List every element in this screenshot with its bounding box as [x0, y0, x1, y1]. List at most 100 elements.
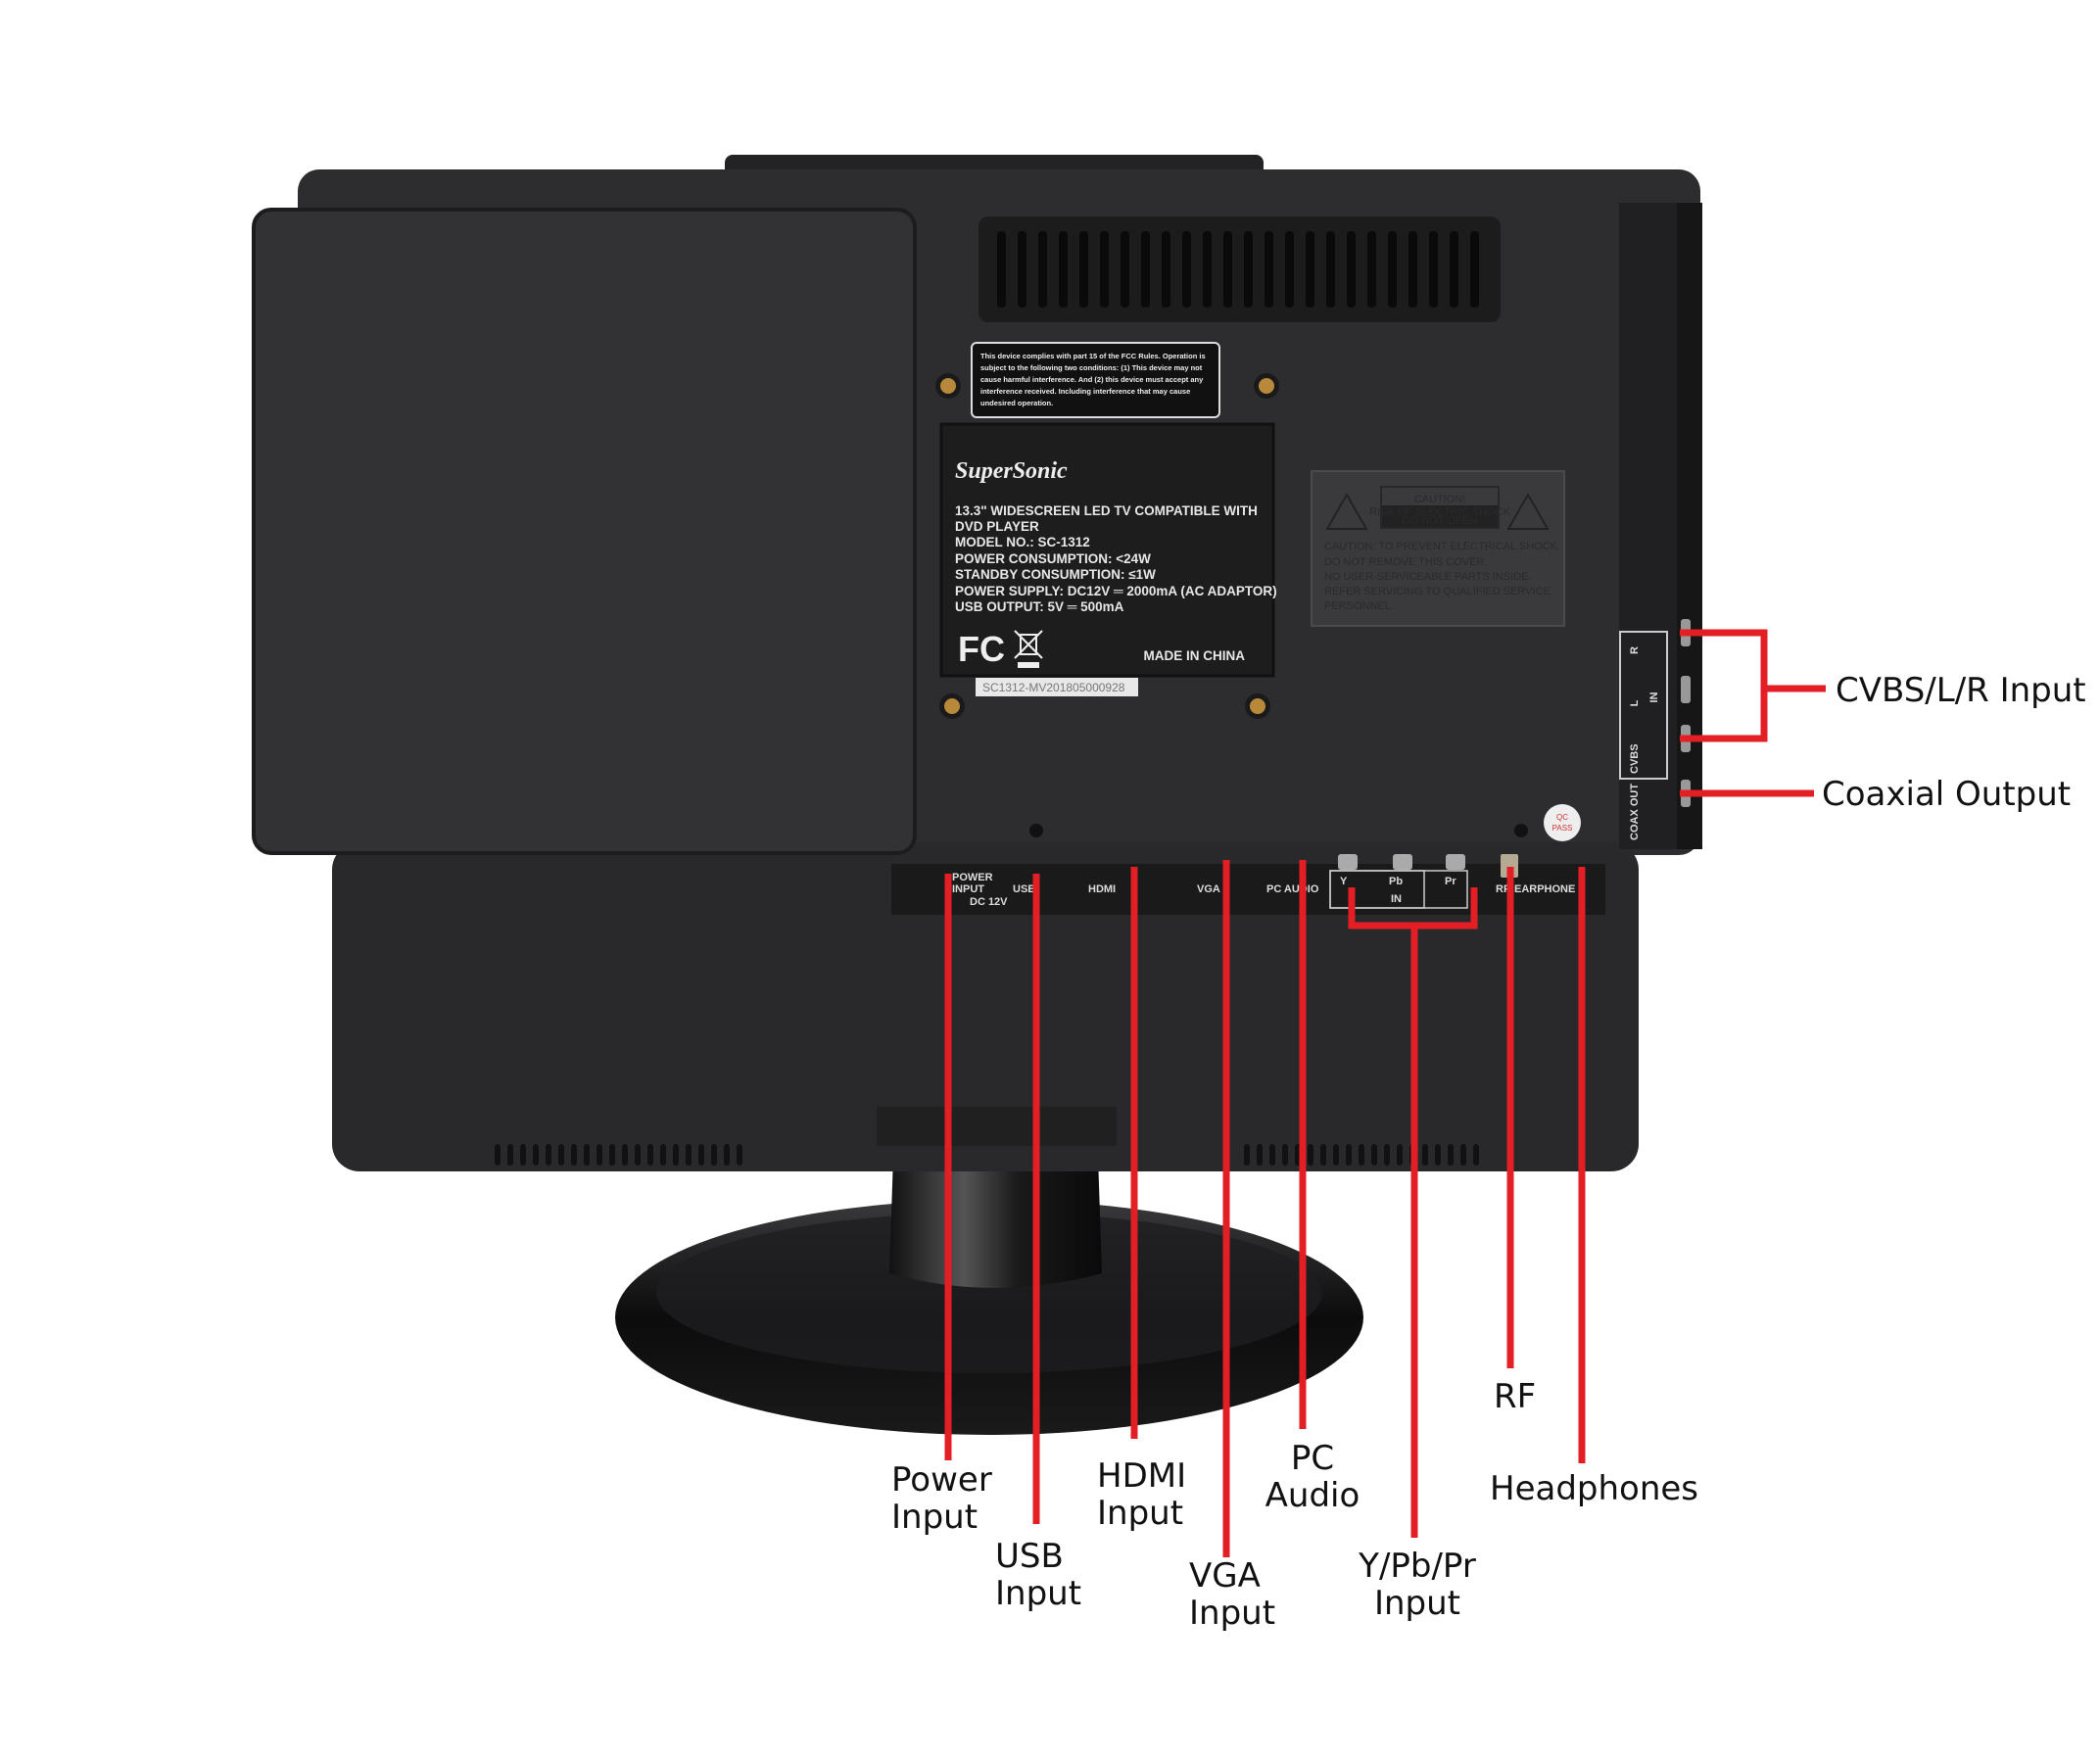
bottom-vent-slot — [1460, 1144, 1466, 1166]
bottom-vent-slot — [1244, 1144, 1250, 1166]
fcc-text-line: cause harmful interference. And (2) this… — [980, 375, 1204, 384]
fcc-logo: FC — [958, 629, 1005, 669]
fcc-text-line: interference received. Including interfe… — [980, 387, 1190, 396]
bottom-vent-slot — [1346, 1144, 1352, 1166]
port-label-usb: USB — [1013, 883, 1035, 895]
callout-label-pc-audio: Audio — [1265, 1476, 1360, 1515]
callout-label-ypbpr: Input — [1374, 1584, 1460, 1623]
vent-slot — [1367, 231, 1376, 308]
bottom-vent-slot — [558, 1144, 564, 1166]
callout-label-hdmi: Input — [1097, 1494, 1183, 1533]
vent-slot — [1162, 231, 1170, 308]
vent-slot — [1388, 231, 1397, 308]
bottom-vent-slot — [1435, 1144, 1441, 1166]
bottom-vent-slot — [1269, 1144, 1275, 1166]
bottom-vent-slot — [507, 1144, 513, 1166]
callout-bracket-ypbpr — [1348, 887, 1478, 1538]
bottom-vent-slot — [1333, 1144, 1339, 1166]
vent-slot — [1347, 231, 1356, 308]
svg-text:QC: QC — [1556, 813, 1568, 822]
weee-bin-icon — [1014, 630, 1043, 668]
component-jacks — [1338, 854, 1518, 878]
bottom-vent-slot — [609, 1144, 615, 1166]
side-label-r: R — [1629, 646, 1641, 654]
side-label-coax-out: COAX OUT — [1629, 784, 1641, 840]
port-label-hdmi: HDMI — [1088, 883, 1116, 895]
bottom-vent-slot — [546, 1144, 551, 1166]
callout-label-cvbs: CVBS/L/R Input — [1836, 671, 2086, 710]
bottom-vent-slot — [495, 1144, 501, 1166]
vent-slot — [1470, 231, 1479, 308]
callout-label-power: Input — [891, 1498, 978, 1537]
side-label-in: IN — [1648, 691, 1660, 702]
port-label-pr: Pr — [1445, 876, 1456, 887]
vent-slot — [1203, 231, 1212, 308]
bottom-vent-slot — [673, 1144, 679, 1166]
bottom-vent-slot — [520, 1144, 526, 1166]
vent-slot — [1038, 231, 1047, 308]
port-label-rf: RF — [1496, 883, 1510, 895]
callout-label-rf: RF — [1494, 1377, 1536, 1416]
caution-subtitle: RISK OF ELECTRIC SHOCK — [1369, 506, 1510, 518]
fcc-text-line: This device complies with part 15 of the… — [980, 352, 1206, 360]
bottom-vent-slot — [622, 1144, 628, 1166]
vent-slot — [1326, 231, 1335, 308]
vent-slot — [1450, 231, 1458, 308]
bottom-vent-slot — [597, 1144, 602, 1166]
plate-line: MODEL NO.: SC-1312 — [955, 535, 1090, 549]
callout-label-hdmi: HDMI — [1097, 1456, 1186, 1496]
bottom-vent-slot — [1308, 1144, 1313, 1166]
callout-label-pc-audio: PC — [1291, 1439, 1334, 1478]
callout-lines — [944, 629, 1826, 1557]
port-label-pb: Pb — [1389, 876, 1403, 887]
caution-subtitle: DO NOT OPEN — [1403, 515, 1478, 527]
plate-line: POWER CONSUMPTION: <24W — [955, 551, 1151, 566]
fcc-text-line: subject to the following two conditions:… — [980, 363, 1203, 372]
plate-line: STANDBY CONSUMPTION: ≤1W — [955, 567, 1156, 582]
bottom-vent-slot — [584, 1144, 590, 1166]
caution-line: PERSONNEL. — [1324, 600, 1394, 612]
made-in-label: MADE IN CHINA — [1144, 648, 1246, 663]
vent-slot — [1141, 231, 1150, 308]
fcc-compliance-label: This device complies with part 15 of the… — [971, 342, 1220, 418]
bottom-vent-slot — [1422, 1144, 1428, 1166]
brand-logo: SuperSonic — [955, 458, 1068, 484]
vent — [978, 216, 1501, 322]
bottom-vent-slot — [660, 1144, 666, 1166]
callout-label-coax: Coaxial Output — [1822, 775, 2071, 814]
port-label-pc-audio: PC AUDIO — [1266, 883, 1319, 895]
callout-label-vga: Input — [1189, 1594, 1275, 1633]
vent-slot — [1306, 231, 1314, 308]
bottom-vent-slot — [724, 1144, 730, 1166]
callout-label-power: Power — [891, 1460, 992, 1500]
port-strip: POWER INPUT DC 12V USB HDMI VGA PC AUDIO… — [891, 854, 1605, 915]
qc-pass-sticker: QC PASS — [1544, 804, 1581, 841]
bottom-vent-slot — [1384, 1144, 1390, 1166]
callout-label-ypbpr: Y/Pb/Pr — [1358, 1547, 1476, 1586]
bottom-vent-slot — [711, 1144, 717, 1166]
vent-slot — [1121, 231, 1129, 308]
caution-title: CAUTION! — [1414, 494, 1466, 505]
bottom-vent-slot — [1371, 1144, 1377, 1166]
stand — [615, 1126, 1363, 1435]
shock-warning-icon — [1325, 492, 1368, 530]
vent-slot — [1059, 231, 1068, 308]
side-label-cvbs: CVBS — [1629, 743, 1641, 774]
caution-line: NO USER-SERVICEABLE PARTS INSIDE. — [1324, 571, 1532, 583]
bottom-vent-slot — [647, 1144, 653, 1166]
vent-slot — [1079, 231, 1088, 308]
fcc-text-line: undesired operation. — [980, 399, 1053, 407]
callout-label-usb: USB — [995, 1537, 1064, 1576]
vent-slot — [1018, 231, 1026, 308]
lower-housing — [332, 842, 1639, 1171]
caution-line: REFER SERVICING TO QUALIFIED SERVICE — [1324, 586, 1551, 597]
caution-label: CAUTION! RISK OF ELECTRIC SHOCK DO NOT O… — [1311, 470, 1565, 627]
callout-bracket-cvbs — [1680, 629, 1826, 742]
side-label-l: L — [1629, 699, 1641, 706]
vent-slot — [1100, 231, 1109, 308]
bottom-vent-slot — [1257, 1144, 1263, 1166]
callout-label-vga: VGA — [1189, 1556, 1261, 1596]
vent-slot — [1223, 231, 1232, 308]
port-label-power: INPUT — [952, 883, 984, 895]
